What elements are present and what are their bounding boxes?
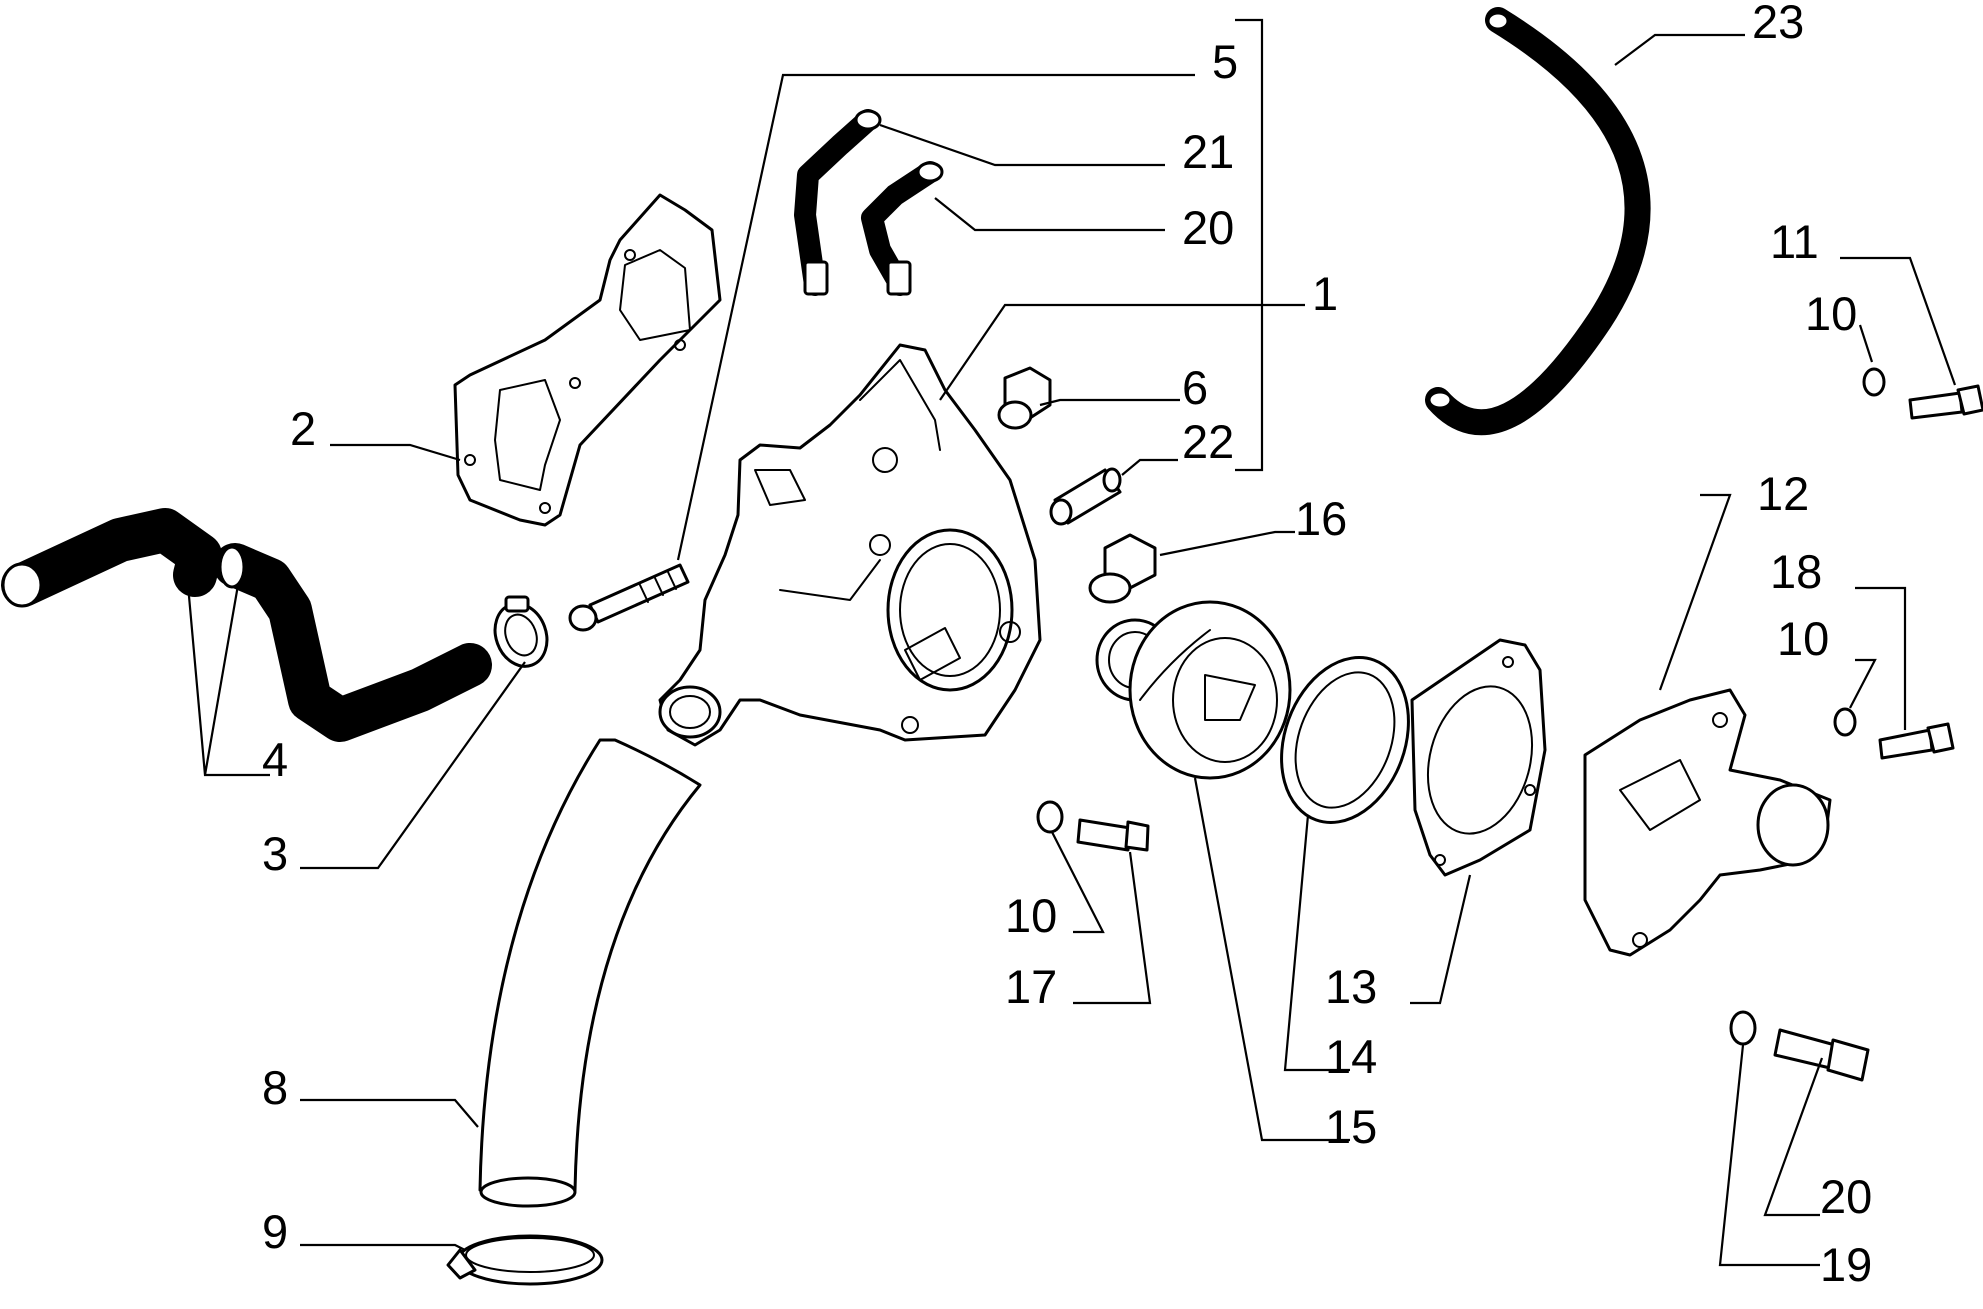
- thermostat-15: [1095, 600, 1292, 780]
- callout-13: 13: [1325, 960, 1377, 1013]
- plug-6: [997, 366, 1052, 430]
- callout-18: 18: [1770, 545, 1822, 598]
- leader-lines: [186, 18, 1957, 1267]
- clamp-3: [493, 595, 549, 668]
- sleeve-22: [1049, 467, 1122, 526]
- callout-10-low: 10: [1005, 889, 1057, 942]
- callout-8: 8: [262, 1061, 288, 1114]
- callout-10-top: 10: [1805, 287, 1857, 340]
- bolt-18: [1878, 722, 1955, 760]
- plug-16: [1088, 533, 1157, 604]
- bolt-5: [568, 563, 690, 632]
- callout-2: 2: [290, 402, 316, 455]
- callout-21: 21: [1182, 125, 1234, 178]
- callout-15: 15: [1325, 1100, 1377, 1153]
- callout-19: 19: [1820, 1238, 1872, 1291]
- hose-23: [1425, 7, 1651, 436]
- washer-10-low: [1036, 800, 1064, 834]
- callout-20-bottom: 20: [1820, 1170, 1872, 1223]
- callout-9: 9: [262, 1205, 288, 1258]
- callout-6: 6: [1182, 361, 1208, 414]
- outlet-cover-12: [1583, 688, 1832, 957]
- clamp-9: [446, 1234, 604, 1286]
- callout-20-top: 20: [1182, 201, 1234, 254]
- o-ring-14: [1280, 656, 1410, 824]
- bolt-17: [1076, 818, 1150, 852]
- housing-1: [658, 343, 1042, 747]
- callout-5: 5: [1212, 35, 1238, 88]
- gasket-2: [453, 193, 722, 527]
- callout-23: 23: [1752, 0, 1804, 48]
- callout-17: 17: [1005, 960, 1057, 1013]
- callout-10-mid: 10: [1777, 612, 1829, 665]
- fitting-20: [861, 161, 944, 296]
- callout-11: 11: [1770, 215, 1819, 268]
- washer-10-mid: [1833, 707, 1857, 737]
- hose-4: [1, 508, 492, 742]
- bolt-20: [1773, 1028, 1870, 1082]
- washer-19: [1729, 1010, 1757, 1046]
- washer-10-top: [1862, 367, 1886, 397]
- fitting-21: [794, 109, 882, 296]
- bolt-11: [1908, 384, 1983, 420]
- callout-4: 4: [262, 733, 288, 786]
- callout-1: 1: [1312, 267, 1338, 320]
- callout-22: 22: [1182, 415, 1234, 468]
- hose-8: [478, 738, 702, 1208]
- callout-3: 3: [262, 827, 288, 880]
- callout-12: 12: [1757, 467, 1809, 520]
- callout-labels: 1 2 3 4 5 6 8 9 10 10 10 11 12 13 14 15 …: [262, 0, 1872, 1291]
- callout-16: 16: [1295, 492, 1347, 545]
- callout-14: 14: [1325, 1030, 1377, 1083]
- gasket-13: [1410, 638, 1547, 877]
